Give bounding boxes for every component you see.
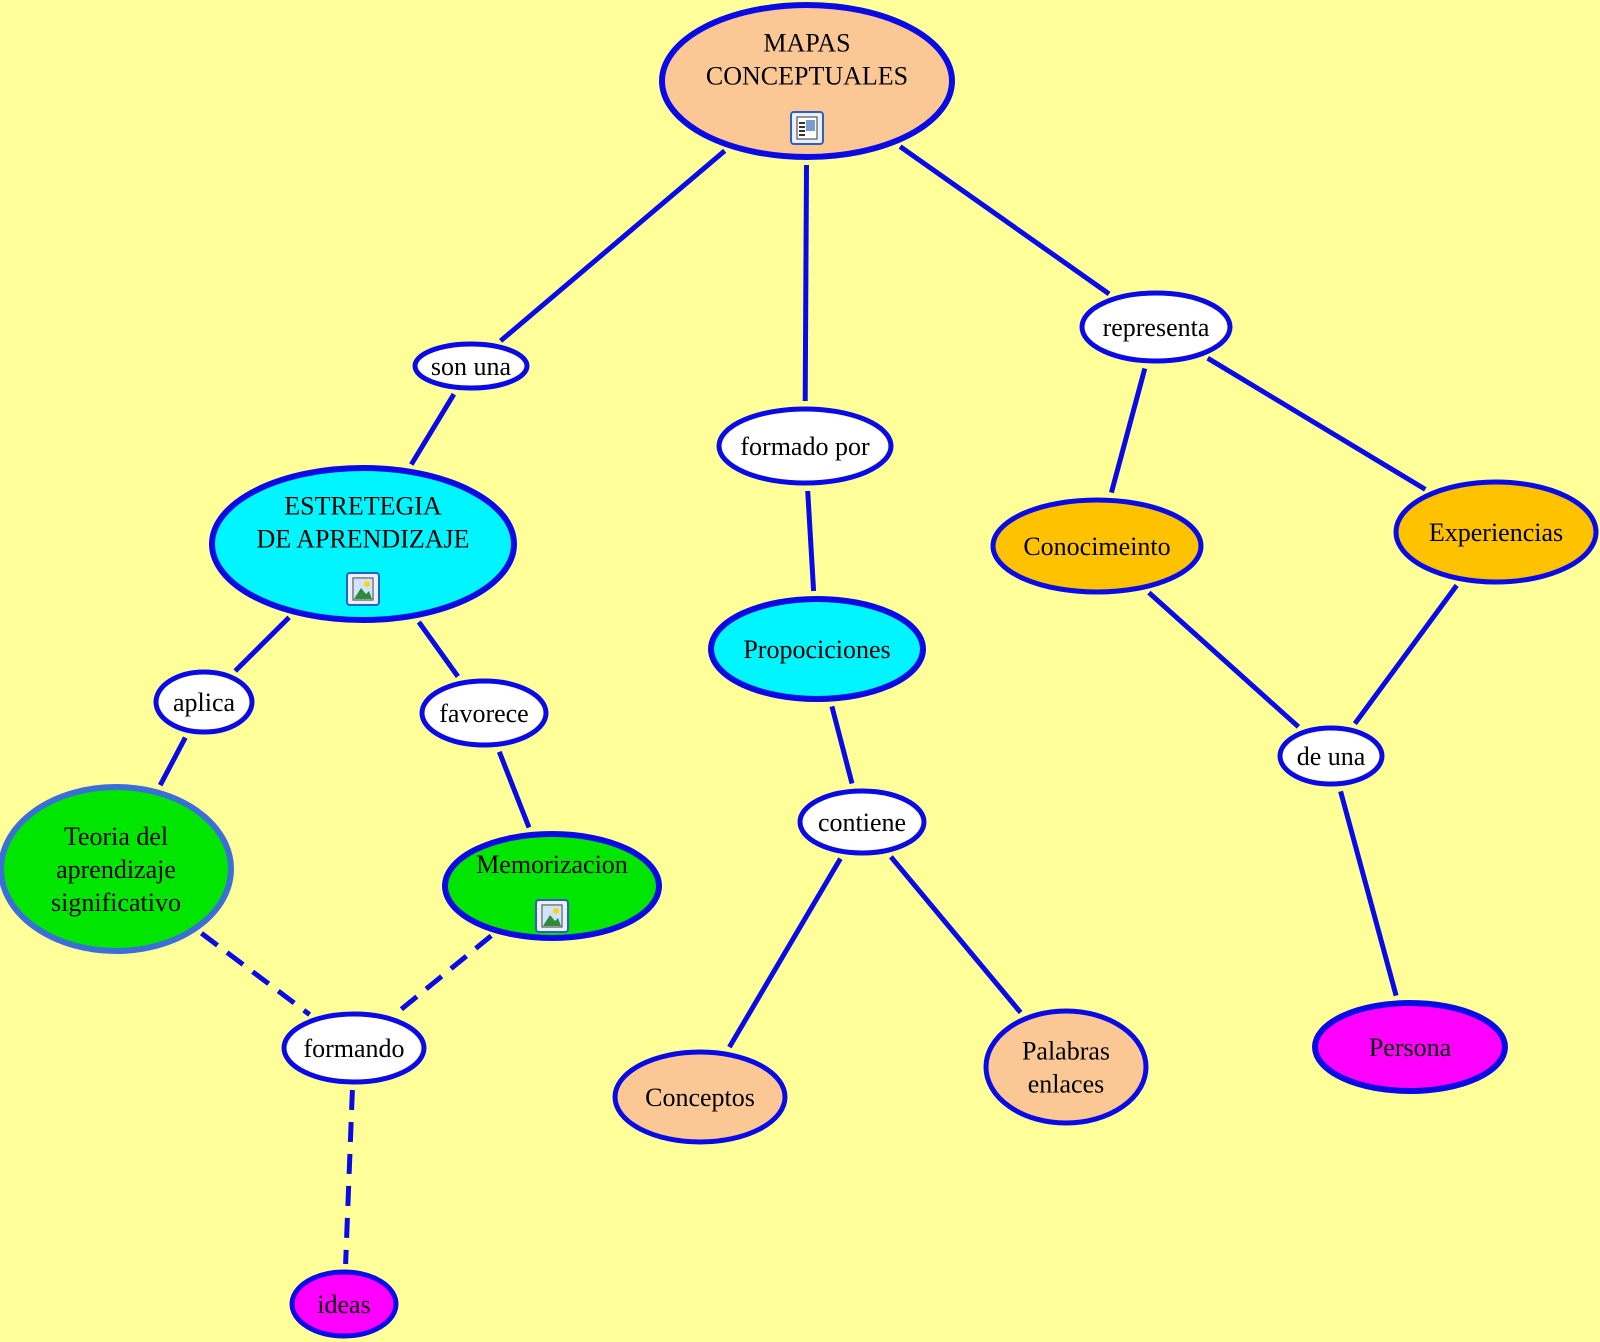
link-conocimeinto-to-de-una: [1147, 590, 1301, 729]
link-aplica-to-teoria: [157, 736, 188, 787]
node-formando-label: formando: [303, 1034, 404, 1063]
link-propociciones-to-contiene: [829, 705, 855, 785]
node-representa-shape: [1079, 290, 1233, 364]
link-formando-to-ideas: [343, 1089, 355, 1265]
node-propociciones[interactable]: Propociciones: [708, 596, 926, 702]
node-estrategia[interactable]: ESTRETEGIA DE APRENDIZAJE: [209, 465, 517, 623]
node-ideas-label: ideas: [317, 1290, 370, 1319]
link-representa-to-experiencias: [1206, 356, 1427, 492]
node-de-una-shape: [1277, 725, 1385, 787]
node-mapas-label: MAPAS: [763, 29, 850, 58]
link-formado-por-to-propociciones: [805, 490, 817, 592]
node-mapas[interactable]: MAPAS CONCEPTUALES: [659, 2, 955, 160]
node-palabras-label: Palabras: [1022, 1037, 1110, 1066]
node-son-una[interactable]: son una: [412, 341, 530, 391]
node-ideas[interactable]: ideas: [289, 1269, 399, 1339]
link-favorece-to-memorizacion: [496, 750, 532, 829]
node-formando[interactable]: formando: [281, 1011, 427, 1085]
node-de-una[interactable]: de una: [1277, 725, 1385, 787]
node-contiene-shape: [797, 788, 927, 856]
node-contiene[interactable]: contiene: [797, 788, 927, 856]
node-de-una-label: de una: [1297, 742, 1366, 771]
node-son-una-label: son una: [431, 352, 512, 381]
link-de-una-to-persona: [1338, 790, 1399, 997]
node-favorece-shape: [419, 678, 549, 748]
node-memorizacion-shape: [442, 831, 662, 941]
image-icon[interactable]: [535, 899, 569, 933]
node-estrategia-shape: [209, 465, 517, 623]
node-palabras[interactable]: Palabras enlaces: [983, 1008, 1149, 1126]
node-experiencias[interactable]: Experiencias: [1393, 479, 1599, 585]
node-aplica[interactable]: aplica: [153, 669, 255, 735]
node-representa-label: representa: [1103, 313, 1210, 342]
node-experiencias-label: Experiencias: [1429, 518, 1563, 547]
node-formado-por[interactable]: formado por: [716, 406, 894, 486]
link-contiene-to-conceptos: [727, 857, 843, 1049]
node-memorizacion[interactable]: Memorizacion: [442, 831, 662, 941]
node-formado-por-label: formado por: [740, 432, 870, 461]
node-favorece[interactable]: favorece: [419, 678, 549, 748]
node-conocimeinto-label: Conocimeinto: [1023, 532, 1170, 561]
node-conceptos-shape: [612, 1049, 788, 1145]
node-favorece-label: favorece: [439, 699, 528, 728]
node-conceptos-label: Conceptos: [645, 1083, 755, 1112]
link-experiencias-to-de-una: [1352, 583, 1459, 726]
document-icon[interactable]: [790, 111, 824, 145]
node-representa[interactable]: representa: [1079, 290, 1233, 364]
image-icon[interactable]: [346, 572, 380, 606]
link-contiene-to-palabras: [888, 855, 1023, 1015]
node-estrategia-label: ESTRETEGIA: [284, 492, 442, 521]
node-propociciones-shape: [708, 596, 926, 702]
link-mapas-to-formado-por: [802, 164, 809, 402]
node-son-una-shape: [412, 341, 530, 391]
node-teoria-label: Teoria del: [64, 822, 168, 851]
node-conceptos[interactable]: Conceptos: [612, 1049, 788, 1145]
node-teoria[interactable]: Teoria del aprendizaje significativo: [0, 784, 234, 954]
link-estrategia-to-aplica: [233, 615, 291, 673]
node-palabras-label: enlaces: [1028, 1070, 1105, 1099]
node-aplica-label: aplica: [173, 688, 236, 717]
link-lines: [157, 144, 1459, 1265]
node-persona-label: Persona: [1369, 1033, 1452, 1062]
node-palabras-shape: [983, 1008, 1149, 1126]
node-mapas-shape: [659, 2, 955, 160]
link-memorizacion-to-formando: [394, 933, 493, 1016]
node-propociciones-label: Propociciones: [743, 635, 890, 664]
node-persona-shape: [1312, 1000, 1508, 1094]
node-ideas-shape: [289, 1269, 399, 1339]
node-conocimeinto[interactable]: Conocimeinto: [990, 497, 1204, 595]
node-memorizacion-label: Memorizacion: [476, 850, 628, 879]
node-estrategia-label: DE APRENDIZAJE: [256, 525, 469, 554]
node-mapas-label: CONCEPTUALES: [706, 62, 908, 91]
node-teoria-label: aprendizaje: [56, 855, 176, 884]
link-representa-to-conocimeinto: [1108, 367, 1148, 494]
node-formando-shape: [281, 1011, 427, 1085]
link-son-una-to-estrategia: [409, 392, 457, 466]
link-mapas-to-representa: [898, 144, 1111, 296]
node-aplica-shape: [153, 669, 255, 735]
node-conocimeinto-shape: [990, 497, 1204, 595]
node-teoria-shape: [0, 784, 234, 954]
link-estrategia-to-favorece: [416, 620, 460, 678]
node-teoria-label: significativo: [51, 888, 181, 917]
node-persona[interactable]: Persona: [1312, 1000, 1508, 1094]
link-mapas-to-son-una: [498, 148, 727, 343]
node-contiene-label: contiene: [818, 808, 906, 837]
node-experiencias-shape: [1393, 479, 1599, 585]
link-teoria-to-formando: [199, 931, 312, 1017]
node-formado-por-shape: [716, 406, 894, 486]
